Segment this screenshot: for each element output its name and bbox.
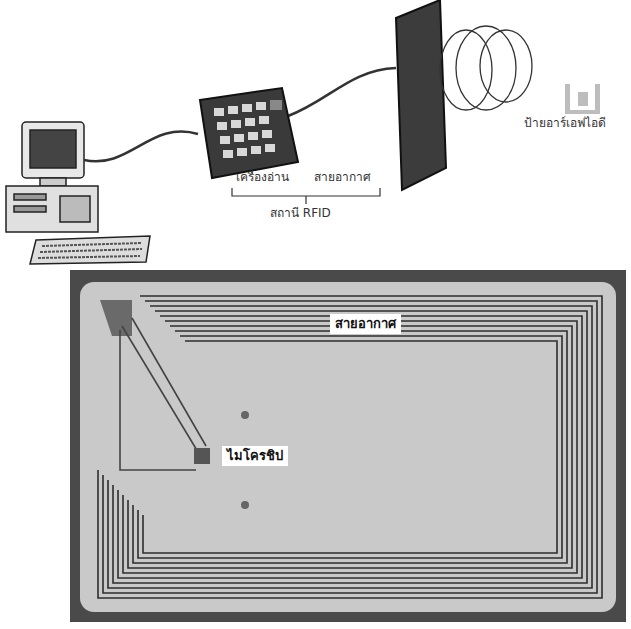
- antenna-label: สายอากาศ: [314, 170, 371, 184]
- antenna-callout: สายอากาศ: [330, 314, 401, 334]
- coil-winding: [133, 331, 567, 563]
- coil-winding: [98, 296, 602, 598]
- tag-icon: [565, 84, 600, 114]
- coil-winding: [118, 316, 582, 578]
- coil-winding: [138, 336, 562, 558]
- coil-winding: [103, 301, 597, 593]
- antenna-panel: [396, 0, 446, 190]
- bracket: [232, 188, 380, 204]
- radio-waves: [440, 26, 532, 110]
- station-label: สถานี RFID: [270, 206, 331, 220]
- cable: [288, 68, 396, 116]
- tag-label: ป้ายอาร์เอฟไอดี: [524, 116, 606, 130]
- cable: [84, 132, 198, 162]
- reader-label: เครื่องอ่าน: [236, 170, 289, 184]
- coil-winding: [143, 341, 557, 553]
- rfid-tag-photo: [70, 270, 626, 622]
- computer-symbol: [6, 122, 150, 264]
- coil-winding: [123, 321, 577, 573]
- node-text: ไมโครชิป: [227, 448, 283, 464]
- coil-winding: [108, 306, 592, 588]
- coil-winding: [113, 311, 587, 583]
- microchip-callout: ไมโครชิป: [222, 446, 288, 466]
- reader-symbol: [200, 88, 298, 178]
- node-text: สายอากาศ: [335, 316, 396, 332]
